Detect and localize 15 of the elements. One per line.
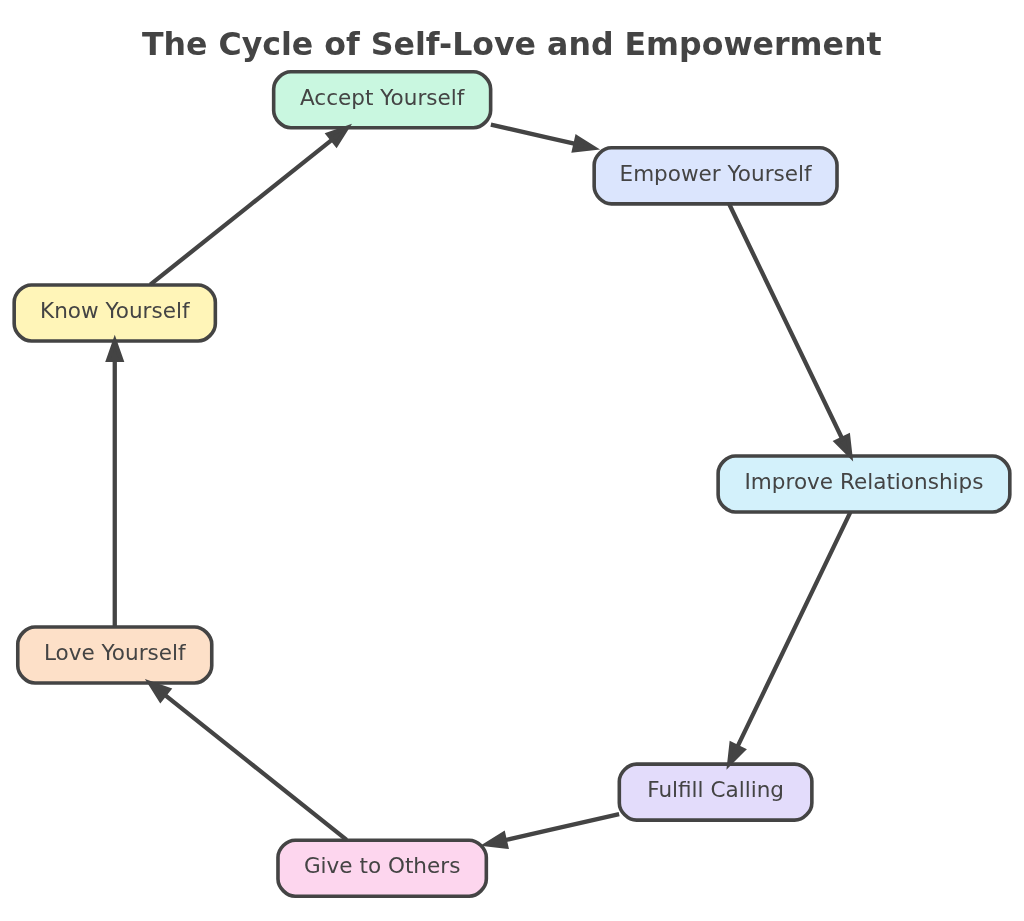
node-box: Improve Relationships [716, 453, 1012, 514]
node-box: Accept Yourself [271, 69, 493, 130]
node-box: Know Yourself [12, 282, 218, 343]
node-box: Love Yourself [15, 624, 214, 685]
arrow [727, 202, 854, 461]
diagram-title: The Cycle of Self-Love and Empowerment [142, 25, 882, 62]
arrow [144, 678, 348, 842]
arrow [490, 121, 601, 153]
arrow [148, 123, 353, 286]
arrow [105, 334, 125, 626]
arrow [480, 811, 620, 849]
arrow [726, 511, 853, 770]
node-box: Empower Yourself [592, 145, 839, 206]
node-box: Give to Others [276, 837, 489, 898]
node-box: Fulfill Calling [617, 761, 814, 822]
